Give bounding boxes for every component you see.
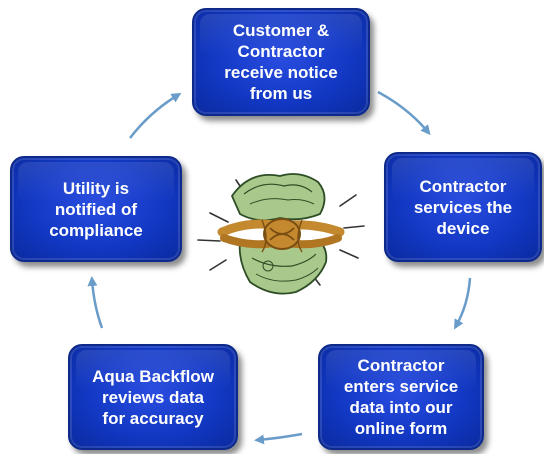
step-utility-notified: Utility is notified of compliance (10, 156, 182, 262)
tied-money-clipart-icon (197, 173, 365, 295)
arrow-step4-to-step5 (87, 276, 104, 329)
arrow-step2-to-step3 (454, 277, 472, 330)
arrow-step3-to-step4 (254, 432, 303, 445)
step-customer-contractor-notice: Customer & Contractor receive notice fro… (192, 8, 370, 116)
step-aqua-backflow-reviews: Aqua Backflow reviews data for accuracy (68, 344, 238, 450)
step-contractor-services-device: Contractor services the device (384, 152, 542, 262)
step-5-label: Utility is notified of compliance (49, 178, 143, 240)
arrow-step1-to-step2 (377, 90, 431, 136)
step-contractor-enters-data: Contractor enters service data into our … (318, 344, 484, 450)
step-1-label: Customer & Contractor receive notice fro… (224, 21, 338, 103)
arrow-step5-to-step1 (129, 92, 182, 139)
step-3-label: Contractor enters service data into our … (343, 356, 459, 438)
step-4-label: Aqua Backflow reviews data for accuracy (92, 366, 214, 428)
step-2-label: Contractor services the device (413, 176, 513, 238)
